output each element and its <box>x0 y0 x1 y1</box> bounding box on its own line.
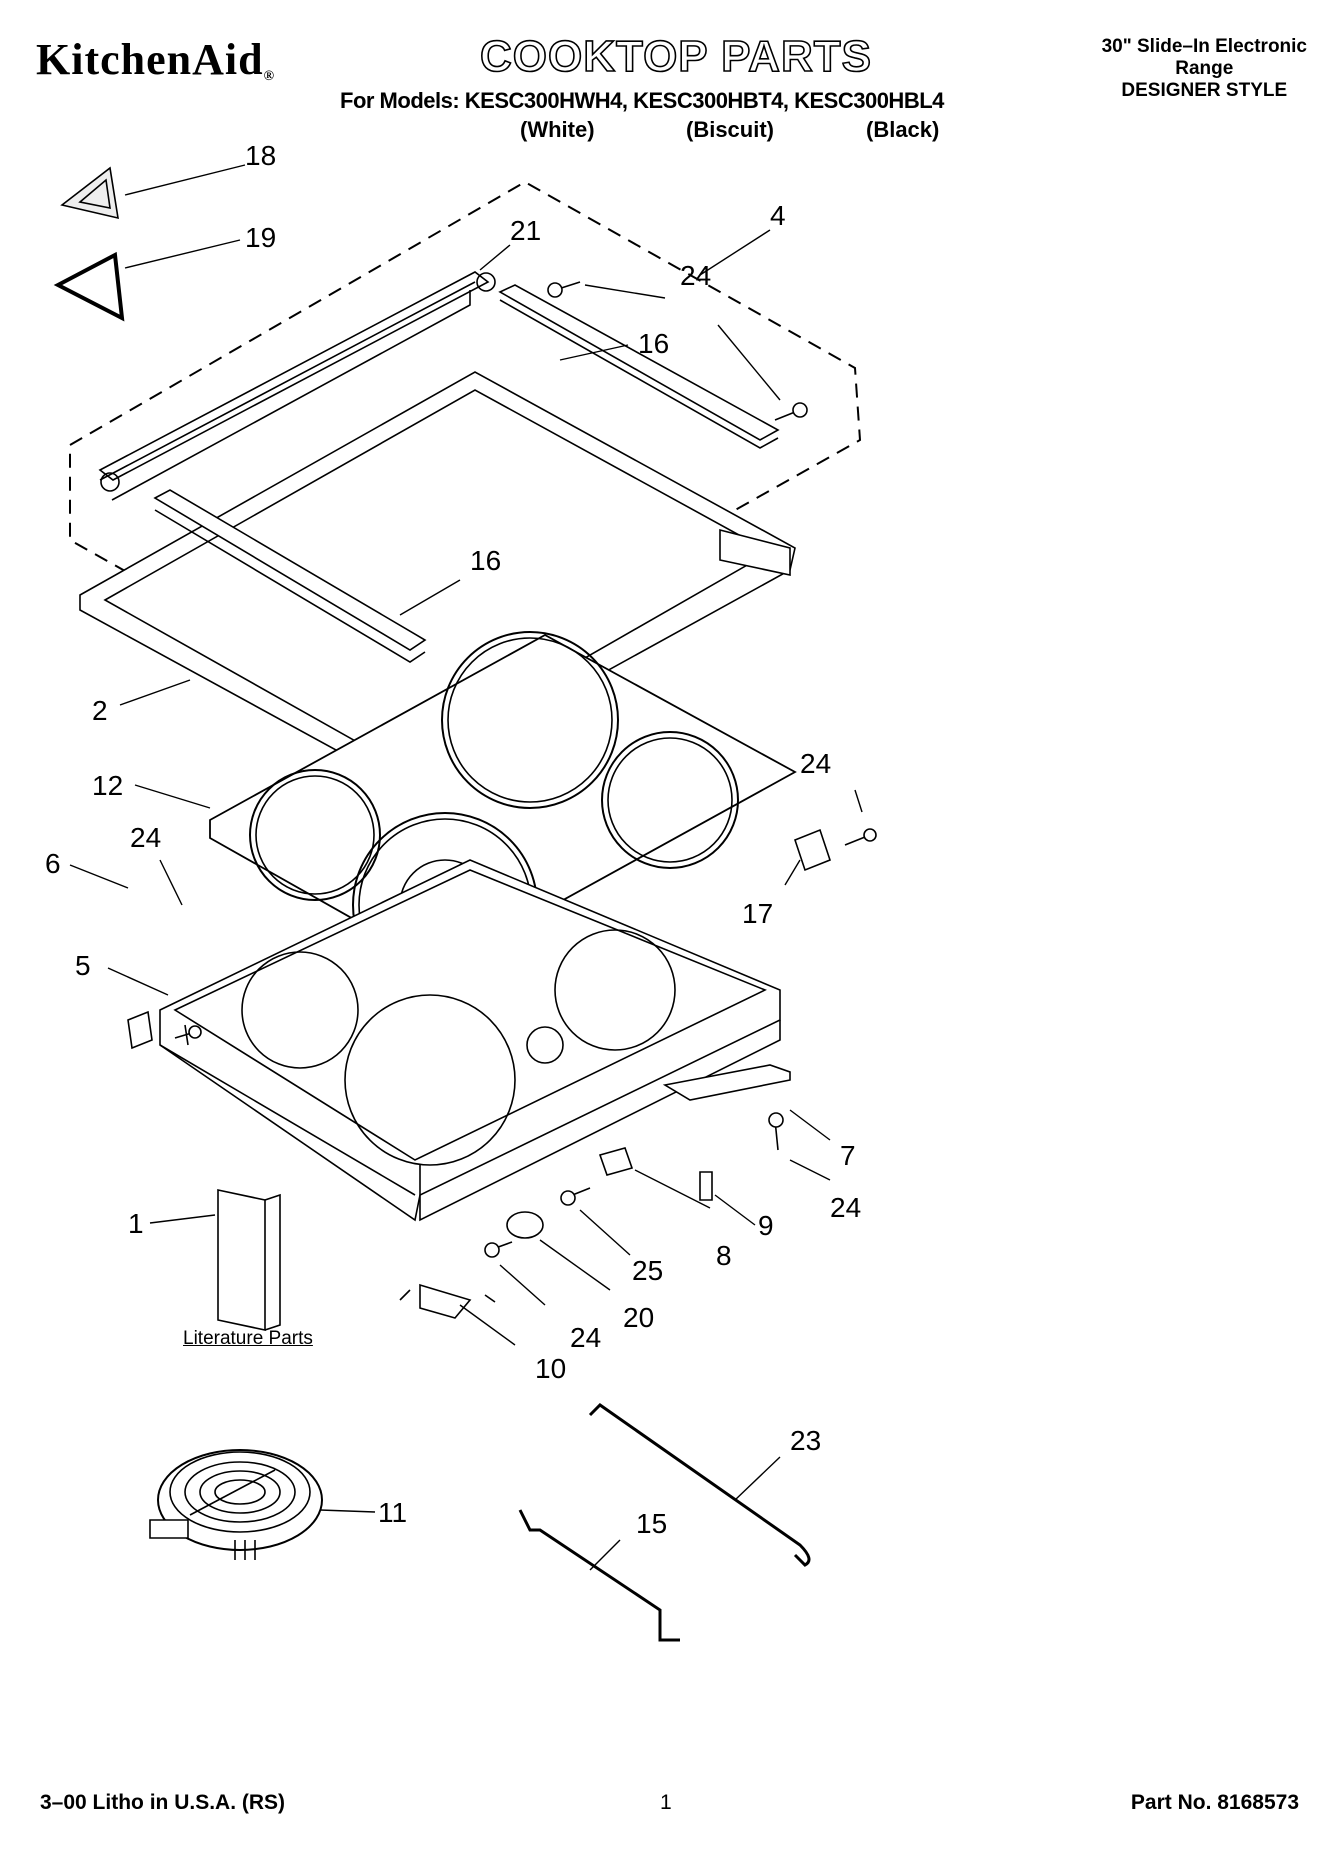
part-5-burner-box <box>160 860 780 1220</box>
color-biscuit: (Biscuit) <box>686 117 774 142</box>
burner-ring-rear-right <box>602 732 738 868</box>
callout-20: 20 <box>623 1302 655 1333</box>
page-title: COOKTOP PARTS <box>479 31 872 82</box>
burner-ring-rear-right-inner <box>608 738 732 862</box>
callout-7: 7 <box>840 1140 856 1171</box>
literature-parts-label: Literature Parts <box>183 1328 313 1349</box>
product-line-1: 30" Slide–In Electronic <box>1101 36 1307 57</box>
burner-ring-rear-left-inner <box>448 638 612 802</box>
models-line: For Models: KESC300HWH4, KESC300HBT4, KE… <box>340 88 944 113</box>
part-5-burner-box-rim <box>175 870 765 1160</box>
back-rail-strip <box>720 530 790 575</box>
part-7-bracket <box>665 1065 790 1100</box>
callout-25: 25 <box>632 1255 664 1286</box>
footer-litho: 3–00 Litho in U.S.A. (RS) <box>40 1791 286 1814</box>
callout-5: 5 <box>75 950 91 981</box>
callout-4: 4 <box>770 200 786 231</box>
callout-6: 6 <box>45 848 61 879</box>
leader-lines <box>70 165 862 1570</box>
color-black: (Black) <box>866 117 940 142</box>
burner-ring-front-left <box>250 770 380 900</box>
callout-24-left: 24 <box>130 822 162 853</box>
callout-24-right: 24 <box>800 748 832 779</box>
callout-1: 1 <box>128 1208 144 1239</box>
callout-21: 21 <box>510 215 542 246</box>
part-24-screw-20 <box>485 1242 512 1257</box>
callout-12: 12 <box>92 770 124 801</box>
part-16-side-rail-lower-edge <box>155 510 425 662</box>
part-24-screw-17 <box>845 829 876 845</box>
burner-ring-rear-left <box>442 632 618 808</box>
part-9-pin <box>700 1172 712 1200</box>
footer-page-number: 1 <box>660 1791 672 1814</box>
part-8-block <box>600 1148 632 1175</box>
product-description: 30" Slide–In Electronic Range DESIGNER S… <box>1102 36 1307 102</box>
brand-text: KitchenAid <box>36 35 264 84</box>
part-16-side-rail-upper-edge <box>500 300 778 448</box>
part-16-side-rail-upper <box>500 285 778 440</box>
callout-9: 9 <box>758 1210 774 1241</box>
callout-24-bracket: 24 <box>830 1192 862 1223</box>
color-white: (White) <box>520 117 595 142</box>
part-10-harness <box>400 1285 495 1318</box>
part-15-wire <box>520 1510 680 1640</box>
part-5-front-wall <box>160 1020 780 1220</box>
part-11-heating-element <box>150 1450 322 1560</box>
brand-logo: KitchenAid® <box>36 34 275 85</box>
part-24-screw-top <box>548 282 580 297</box>
part-1-literature-edge <box>265 1195 280 1330</box>
part-5-cutout-rear <box>555 930 675 1050</box>
part-5-vent <box>527 1027 563 1063</box>
callout-23: 23 <box>790 1425 822 1456</box>
part-18-end-cap-inner <box>80 180 110 208</box>
part-6-clip <box>128 1012 152 1048</box>
part-5-cutout-center <box>345 995 515 1165</box>
callout-19: 19 <box>245 222 277 253</box>
assembly-boundary <box>70 182 860 712</box>
part-21-end-cap-left <box>101 473 119 491</box>
registered-mark: ® <box>263 69 276 84</box>
callout-24-upper: 24 <box>680 260 712 291</box>
callout-18: 18 <box>245 140 277 171</box>
callout-15: 15 <box>636 1508 668 1539</box>
product-line-2: Range <box>1175 58 1234 79</box>
part-25-screw <box>561 1188 590 1205</box>
callout-8: 8 <box>716 1240 732 1271</box>
footer-part-number: Part No. 8168573 <box>1130 1791 1299 1814</box>
part-24-screw-6 <box>175 1025 201 1045</box>
callout-16-upper: 16 <box>638 328 670 359</box>
part-16-side-rail-lower <box>155 490 425 650</box>
part-17-bracket-small <box>795 830 830 870</box>
part-1-literature <box>218 1190 265 1330</box>
part-24-screw-7 <box>769 1113 783 1150</box>
callout-16-lower: 16 <box>470 545 502 576</box>
callout-17: 17 <box>742 898 774 929</box>
part-23-wire <box>590 1405 809 1565</box>
part-24-screw-right <box>775 403 807 420</box>
part-20-switch <box>507 1212 543 1238</box>
part-21-end-cap-right <box>477 273 495 291</box>
part-19-gasket <box>58 255 122 318</box>
product-style: DESIGNER STYLE <box>1121 80 1288 101</box>
callout-10: 10 <box>535 1353 567 1384</box>
callout-2: 2 <box>92 695 108 726</box>
part-5-cutout-left <box>242 952 358 1068</box>
part-21-rear-trim-edge <box>100 282 475 500</box>
burner-ring-front-left-inner <box>256 776 374 894</box>
callout-11: 11 <box>378 1497 408 1528</box>
callout-24-switch: 24 <box>570 1322 602 1353</box>
